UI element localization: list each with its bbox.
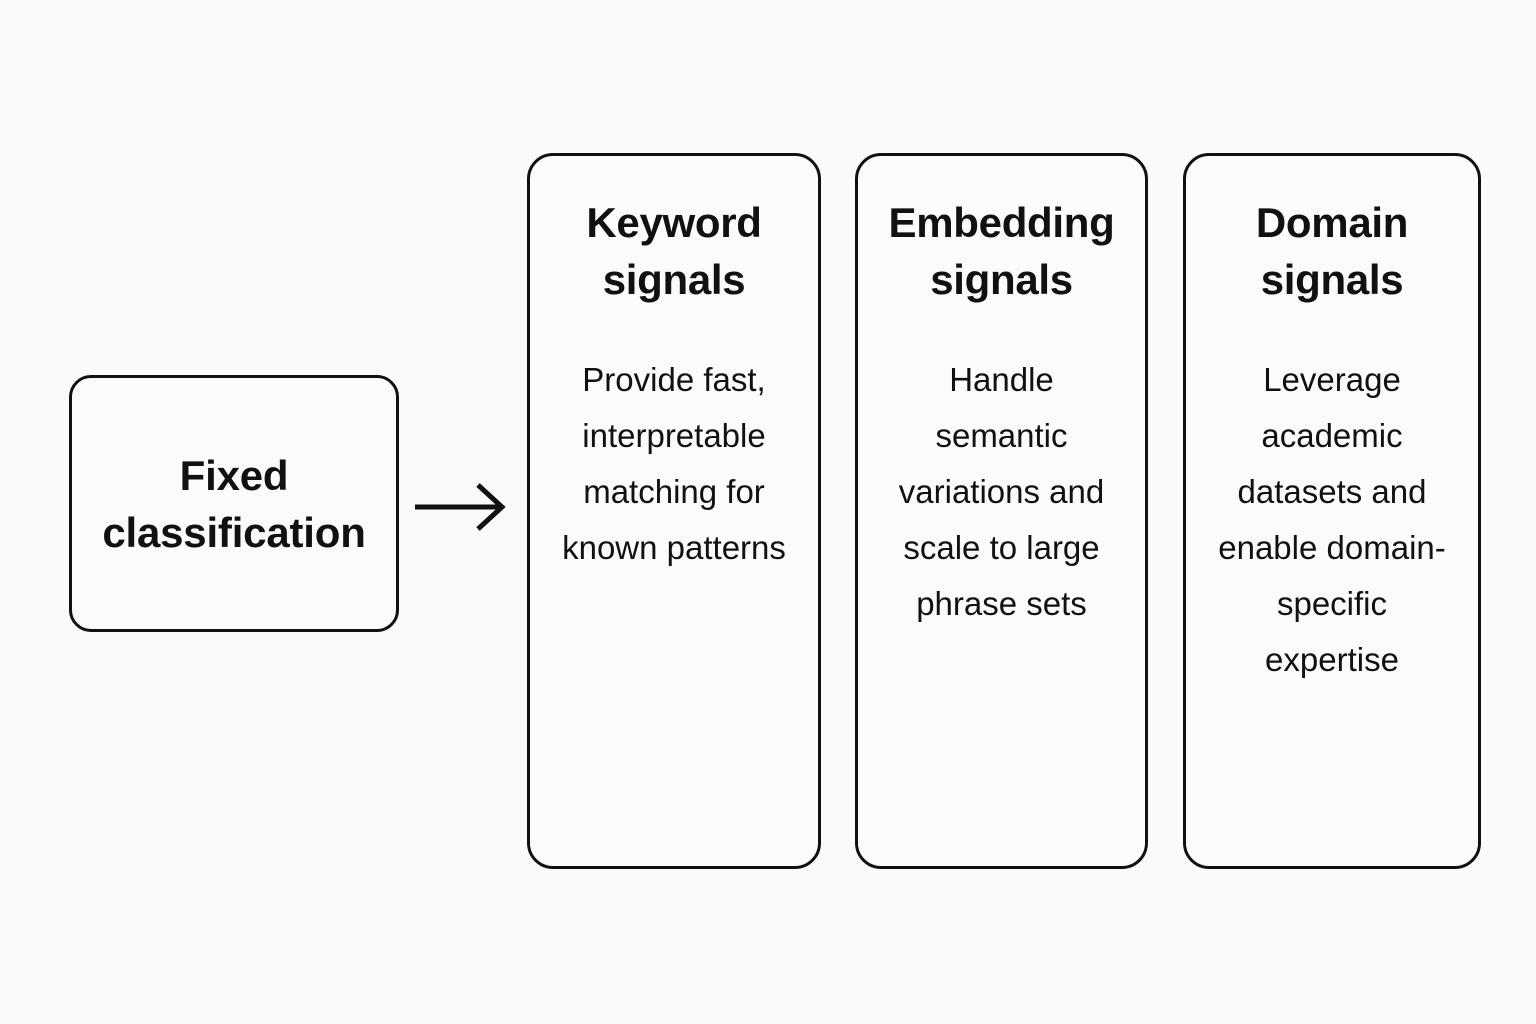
card-title: Keyword signals [586, 199, 762, 303]
card-title: Embedding signals [888, 199, 1115, 303]
card-title: Domain signals [1255, 199, 1409, 303]
source-node-label: Fixed classification [102, 451, 366, 556]
card-embedding-signals[interactable]: Embedding signals Handle semantic variat… [855, 153, 1148, 869]
arrow-right-icon [410, 477, 510, 537]
card-body: Provide fast, interpretable matching for… [562, 361, 786, 566]
card-domain-signals[interactable]: Domain signals Leverage academic dataset… [1183, 153, 1481, 869]
card-body: Leverage academic datasets and enable do… [1218, 361, 1446, 678]
card-keyword-signals[interactable]: Keyword signals Provide fast, interpreta… [527, 153, 821, 869]
source-node-fixed-classification[interactable]: Fixed classification [69, 375, 399, 632]
card-body: Handle semantic variations and scale to … [898, 361, 1105, 622]
